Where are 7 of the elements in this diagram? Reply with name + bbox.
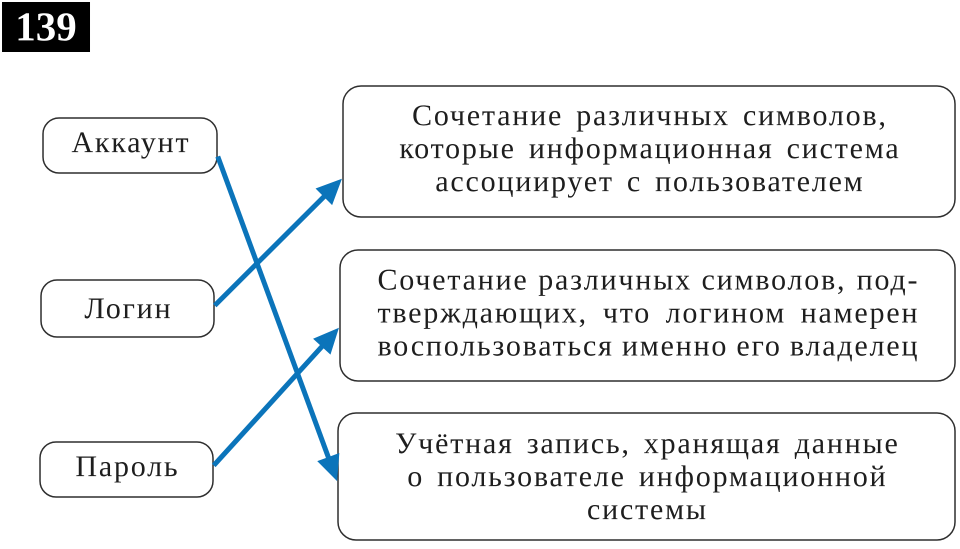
definition-box: Сочетание различных символов, под-тверждающих, что логином намерен воспользоваться именно его владелец	[339, 249, 956, 382]
definition-box: Сочетание различных символов, которые информационная система ассоциирует с пользователем	[342, 85, 956, 218]
definition-box: Учётная запись, хранящая данные о пользователе информационной системы	[337, 412, 956, 541]
exercise-number: 139	[2, 2, 90, 52]
term-box: Аккаунт	[42, 117, 218, 174]
term-box: Пароль	[39, 441, 214, 498]
term-box: Логин	[40, 279, 215, 338]
